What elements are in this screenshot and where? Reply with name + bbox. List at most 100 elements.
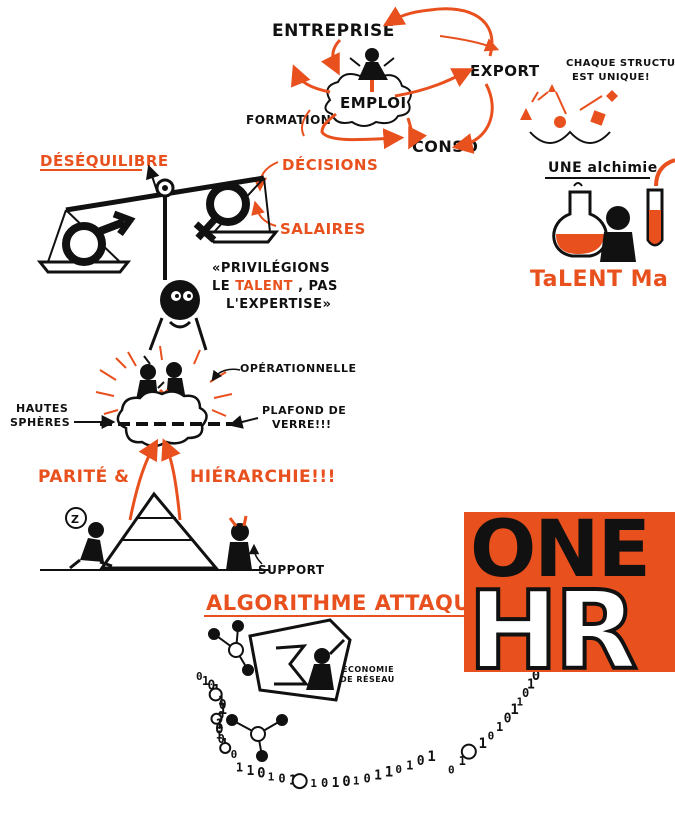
trail-digit: 0: [219, 698, 227, 713]
trail-digit: 0: [278, 772, 285, 786]
label-formation: FORMATION: [246, 113, 331, 127]
label-conso: CONSO: [412, 137, 478, 156]
network-graph-2-icon: [226, 714, 288, 762]
label-plafond: PLAFOND DE: [262, 404, 346, 417]
one-hr-logo: ONE HR: [464, 505, 675, 696]
trail-digit: 1: [310, 777, 317, 790]
climbing-figure-icon: [65, 507, 113, 570]
label-salaires: SALAIRES: [280, 220, 366, 238]
trail-digit: 0: [231, 748, 238, 761]
label-emploi: EMPLOI: [340, 94, 407, 112]
label-quote-2-pre: LE: [212, 279, 230, 294]
label-support: SUPPORT: [258, 563, 325, 577]
label-quote-1: «PRIVILÉGIONS: [212, 260, 330, 276]
trail-digit: 1: [427, 749, 435, 765]
trail-digit: 0: [342, 774, 350, 790]
label-quote-3: L'EXPERTISE»: [226, 297, 331, 312]
test-tube-icon: [646, 158, 675, 247]
label-desequilibre: DÉSÉQUILIBRE: [40, 151, 169, 170]
label-hautes: HAUTES: [16, 402, 68, 415]
trail-digit: 1: [406, 758, 413, 772]
trail-digit: 0: [215, 721, 223, 737]
label-de-reseau: DE RÉSEAU: [340, 673, 395, 684]
trail-digit: 0: [395, 763, 402, 776]
label-operationnelle: OPÉRATIONNELLE: [240, 362, 356, 375]
hierarchy-pyramid: PARITÉ & HIÉRARCHIE!!! Z SUPPORT: [38, 438, 336, 577]
trail-digit: 1: [353, 774, 360, 787]
trail-digit: 1: [268, 770, 275, 783]
cloud-shape: [116, 390, 208, 448]
label-entreprise: ENTREPRISE: [272, 21, 395, 41]
trail-bubble: [208, 687, 223, 702]
trail-digit: 1: [215, 718, 223, 733]
label-economie: ÉCONOMIE: [342, 663, 394, 674]
label-export: EXPORT: [470, 62, 540, 80]
male-symbol-icon: [62, 210, 136, 266]
label-talent-ma: TaLENT Ma: [530, 267, 668, 292]
trail-digit: 0: [208, 679, 216, 694]
label-quote-2-post: , PAS: [298, 279, 338, 294]
trail-digit: 1: [510, 702, 518, 718]
svg-text:LE TALENT , PAS: LE TALENT , PAS: [212, 279, 338, 294]
economy-cycle: ENTREPRISE EMPLOI FORMATION EXPORT CONSO: [246, 6, 540, 156]
label-sleep: Z: [71, 513, 79, 526]
gender-balance: DÉSÉQUILIBRE DÉCISIONS SALAIRES: [36, 151, 378, 351]
label-verre: VERRE!!!: [272, 418, 332, 431]
chemist-figure-icon: [600, 206, 636, 262]
label-hierarchie: HIÉRARCHIE!!!: [190, 465, 336, 487]
label-parite: PARITÉ &: [38, 465, 129, 487]
trail-digit: 1: [459, 754, 466, 768]
alchemy-section: CHAQUE STRUCTURE EST UNIQUE! UNE alchimi…: [520, 58, 675, 292]
trail-digit: 1: [218, 693, 225, 707]
trail-bubble: [460, 743, 477, 760]
female-symbol-icon: [193, 182, 250, 243]
label-spheres: SPHÈRES: [10, 416, 70, 429]
trail-bubble: [219, 741, 232, 754]
trail-digit: 1: [236, 761, 243, 775]
trail-digit: 0: [522, 686, 529, 700]
trail-digit: 1: [479, 736, 487, 752]
label-alchimie: UNE alchimie: [548, 160, 658, 176]
trail-digit: 0: [257, 766, 265, 782]
trail-digit: 1: [219, 702, 227, 718]
trail-digit: 0: [448, 764, 455, 777]
trail-bubble: [210, 712, 223, 725]
glass-ceiling: OPÉRATIONNELLE HAUTES SPHÈRES PLAFOND DE…: [10, 345, 356, 448]
trail-digit: 0: [364, 771, 371, 785]
trail-digit: 1: [385, 765, 393, 781]
jumping-figure-icon: [349, 48, 395, 92]
trail-digit: 1: [374, 769, 382, 784]
binary-trail: 0101101010101011010110101011010101101011…: [196, 668, 540, 791]
trail-digit: 1: [516, 696, 523, 709]
trail-digit: 1: [332, 776, 340, 791]
thinking-figure-icon: [148, 280, 208, 351]
algorithm-section: ALGORITHME ATTAQUE! ÉCONOMIE DE RÉSEAU: [196, 591, 540, 791]
trail-digit: 0: [417, 754, 425, 769]
trail-digit: 1: [202, 674, 209, 688]
logo-one: ONE: [470, 505, 649, 595]
molecule-shapes-icon: [520, 84, 618, 144]
label-decisions: DÉCISIONS: [282, 155, 378, 174]
logo-hr: HR: [468, 569, 635, 694]
label-quote-2-talent: TALENT: [235, 279, 293, 294]
support-figure-icon: [226, 515, 252, 570]
emploi-cloud: [324, 71, 412, 127]
trail-digit: 0: [488, 730, 495, 743]
label-chaque-structure: CHAQUE STRUCTURE: [566, 58, 675, 69]
trail-digit: 1: [216, 728, 223, 741]
flask-icon: [552, 182, 608, 258]
trail-digit: 1: [527, 678, 535, 693]
trail-digit: 0: [196, 670, 203, 683]
label-algorithme: ALGORITHME ATTAQUE!: [206, 591, 496, 615]
network-graph-icon: [208, 620, 254, 676]
trail-digit: 1: [496, 720, 503, 734]
trail-digit: 0: [218, 732, 225, 746]
trail-digit: 0: [504, 712, 512, 727]
label-est-unique: EST UNIQUE!: [572, 72, 650, 83]
trail-bubble: [291, 773, 308, 790]
trail-digit: 0: [321, 776, 328, 790]
sigma-screen-icon: [248, 618, 352, 702]
trail-digit: 0: [532, 668, 540, 684]
